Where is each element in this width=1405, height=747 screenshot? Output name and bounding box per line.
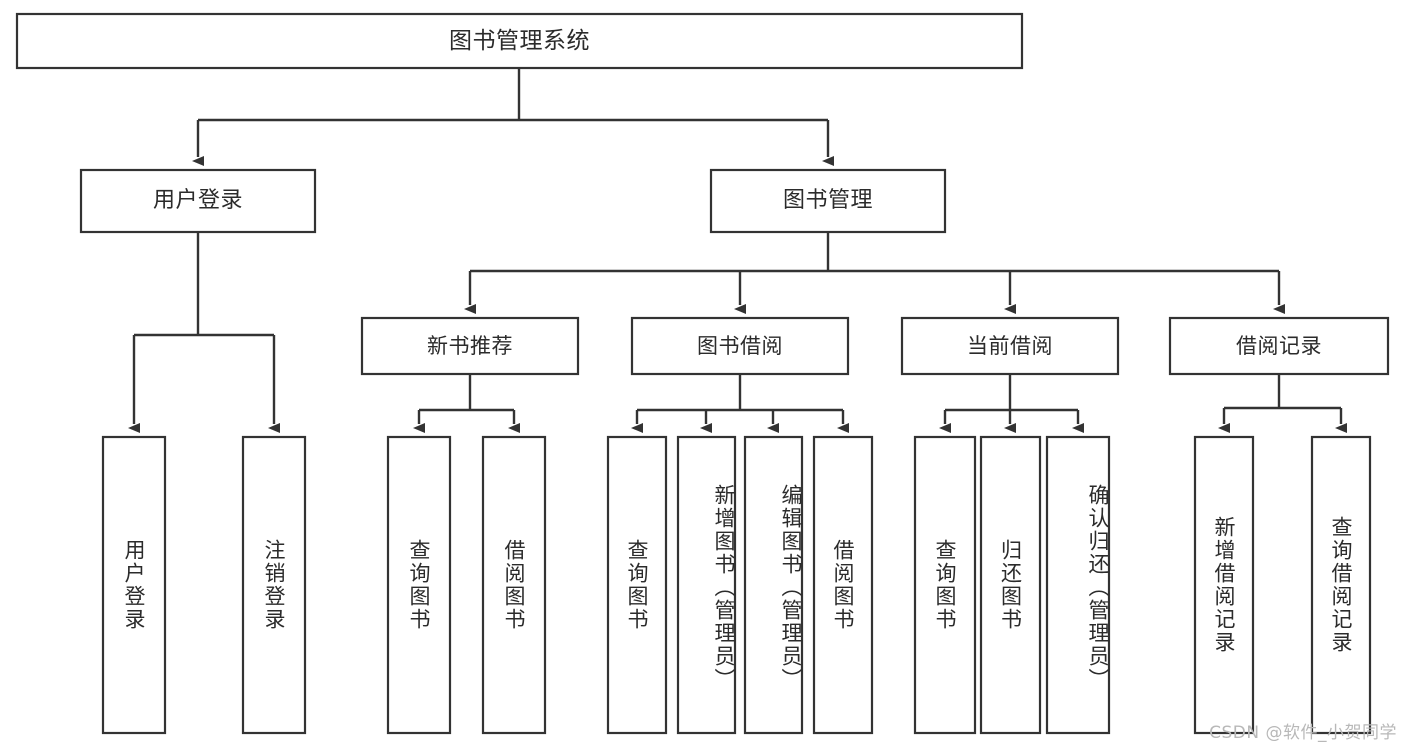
leaf-box[interactable] — [241, 435, 307, 735]
leaf-box[interactable] — [481, 435, 547, 735]
leaf-box[interactable] — [1193, 435, 1255, 735]
node-box-current-borrow[interactable] — [900, 316, 1120, 376]
node-box-borrow-record[interactable] — [1168, 316, 1390, 376]
leaf-box[interactable] — [812, 435, 874, 735]
watermark-credit: CSDN @软件_小贺同学 — [1209, 723, 1397, 743]
leaf-box[interactable] — [1045, 435, 1111, 735]
node-box-book-borrow[interactable] — [630, 316, 850, 376]
leaf-box[interactable] — [606, 435, 668, 735]
leaf-box[interactable] — [743, 435, 804, 735]
node-box-user-login[interactable] — [79, 168, 317, 234]
leaf-box[interactable] — [386, 435, 452, 735]
node-box-new-book-recommend[interactable] — [360, 316, 580, 376]
node-box-book-management[interactable] — [709, 168, 947, 234]
leaf-box[interactable] — [913, 435, 977, 735]
leaf-box[interactable] — [676, 435, 737, 735]
node-box-root[interactable] — [15, 12, 1024, 70]
leaf-box[interactable] — [1310, 435, 1372, 735]
leaf-box[interactable] — [979, 435, 1042, 735]
leaf-box[interactable] — [101, 435, 167, 735]
